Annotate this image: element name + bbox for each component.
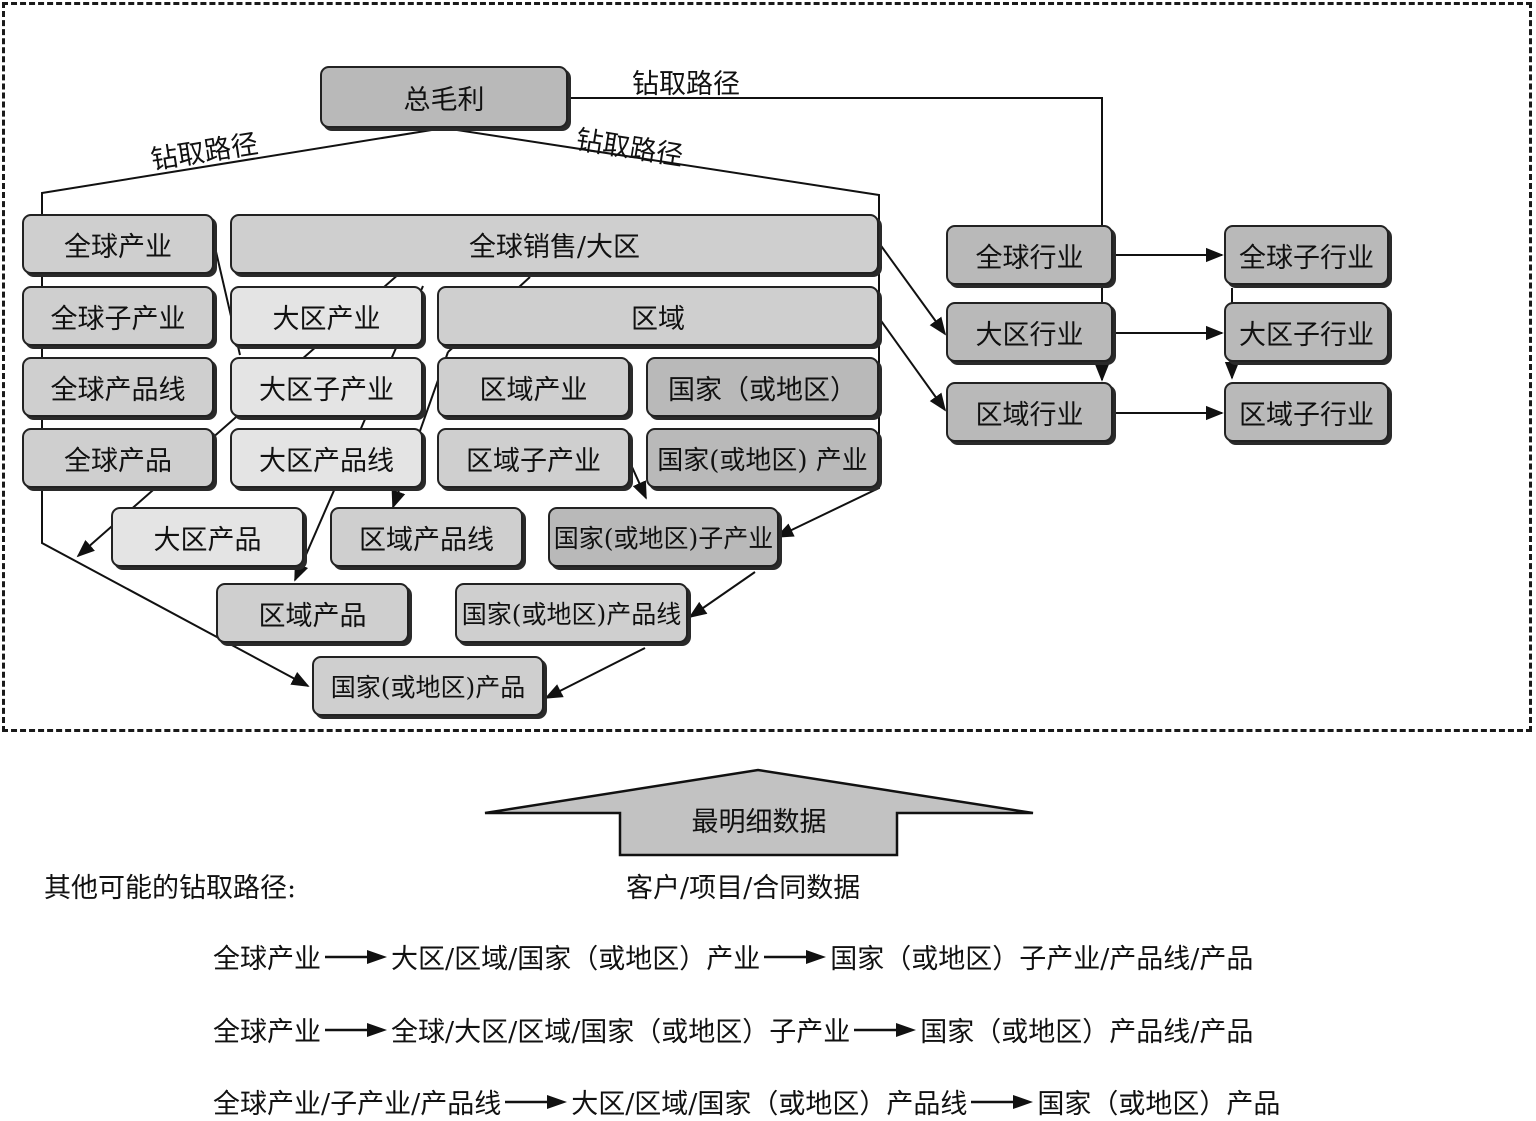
drill-path-label-right: 钻取路径: [632, 69, 740, 100]
path-arrow-icon: [764, 949, 827, 964]
dashed-diagram-frame: [2, 2, 1532, 732]
box-global-product-line[interactable]: 全球产品线: [22, 357, 214, 417]
base-data-arrow: [484, 768, 1034, 857]
box-region-trade[interactable]: 大区行业: [946, 302, 1113, 362]
path-step: 大区/区域/国家（或地区）产品线: [571, 1089, 968, 1120]
arrow-area-sub-to-country-sub: [627, 457, 647, 500]
path-arrow-icon: [325, 1022, 387, 1037]
box-country-industry[interactable]: 国家(或地区) 产业: [646, 428, 879, 488]
path-step: 国家（或地区）子产业/产品线/产品: [830, 944, 1254, 975]
box-country-sub-industry[interactable]: 国家(或地区)子产业: [548, 507, 779, 567]
other-paths-title: 其他可能的钻取路径:: [44, 873, 297, 904]
path-arrow-icon: [505, 1094, 568, 1109]
path-step: 大区/区域/国家（或地区）产业: [391, 944, 761, 975]
box-area-product-line[interactable]: 区域产品线: [330, 507, 523, 567]
box-region-sub-trade[interactable]: 大区子行业: [1224, 302, 1389, 362]
box-region-product-line[interactable]: 大区产品线: [230, 428, 423, 488]
box-global-trade[interactable]: 全球行业: [946, 225, 1113, 285]
box-region-product[interactable]: 大区产品: [111, 507, 304, 567]
box-country[interactable]: 国家（或地区）: [646, 357, 879, 417]
drill-path-to-area-trade: [568, 97, 1110, 382]
other-path-row: 全球产业 大区/区域/国家（或地区）产业 国家（或地区）子产业/产品线/产品: [213, 937, 1253, 976]
box-region-sub-industry[interactable]: 大区子产业: [230, 357, 423, 417]
box-area-sub-industry[interactable]: 区域子产业: [437, 428, 630, 488]
path-arrow-icon: [854, 1022, 917, 1037]
box-region-industry[interactable]: 大区产业: [230, 286, 423, 346]
box-area-industry[interactable]: 区域产业: [437, 357, 630, 417]
box-global-product[interactable]: 全球产品: [22, 428, 214, 488]
box-area-sub-trade[interactable]: 区域子行业: [1224, 382, 1389, 442]
box-area-trade[interactable]: 区域行业: [946, 382, 1113, 442]
path-step: 全球产业: [213, 944, 321, 975]
arrow-country-sub-to-country-line: [688, 571, 756, 619]
path-arrow-icon: [971, 1094, 1034, 1109]
base-data-label: 最明细数据: [691, 807, 827, 838]
box-global-industry[interactable]: 全球产业: [22, 214, 214, 274]
base-data-caption: 客户/项目/合同数据: [626, 873, 861, 904]
drill-path-right-branch: [443, 127, 880, 538]
box-country-product[interactable]: 国家(或地区)产品: [312, 656, 544, 716]
box-area[interactable]: 区域: [437, 286, 879, 346]
box-area-product[interactable]: 区域产品: [216, 583, 409, 643]
box-global-sales-region[interactable]: 全球销售/大区: [230, 214, 879, 274]
box-country-product-line[interactable]: 国家(或地区)产品线: [455, 583, 688, 643]
other-path-row: 全球产业/子产业/产品线 大区/区域/国家（或地区）产品线 国家（或地区）产品: [213, 1082, 1280, 1121]
path-step: 全球产业/子产业/产品线: [213, 1089, 502, 1120]
other-path-row: 全球产业 全球/大区/区域/国家（或地区）子产业 国家（或地区）产品线/产品: [213, 1010, 1253, 1049]
path-step: 国家（或地区）产品线/产品: [920, 1017, 1254, 1048]
arrow-area-to-area-trade: [878, 317, 947, 412]
box-global-sub-trade[interactable]: 全球子行业: [1224, 225, 1389, 285]
path-arrow-icon: [325, 949, 387, 964]
path-step: 全球/大区/区域/国家（或地区）子产业: [391, 1017, 851, 1048]
path-step: 全球产业: [213, 1017, 321, 1048]
root-total-gross-profit[interactable]: 总毛利: [320, 66, 568, 128]
box-global-sub-industry[interactable]: 全球子产业: [22, 286, 214, 346]
arrow-global-sales-to-region-trade: [878, 242, 947, 336]
arrow-country-line-to-country-product: [544, 647, 646, 699]
path-step: 国家（或地区）产品: [1037, 1089, 1281, 1120]
